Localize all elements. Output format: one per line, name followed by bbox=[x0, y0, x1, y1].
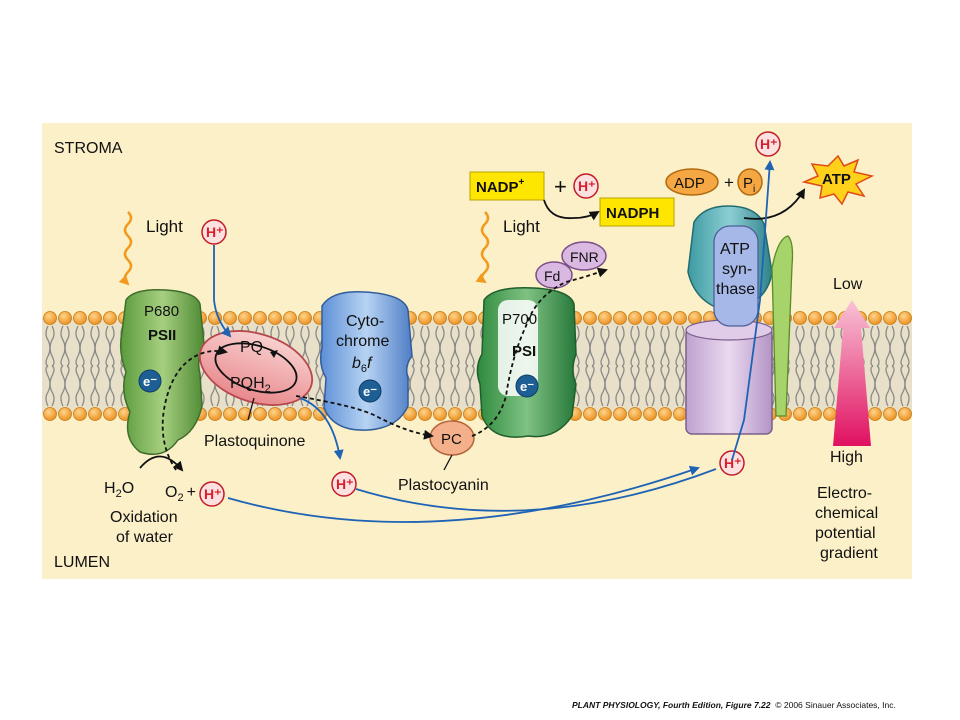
plastocyanin-label: Plastocyanin bbox=[398, 477, 489, 494]
psi-electron-label: e⁻ bbox=[520, 379, 534, 394]
light-ray-psi: Light bbox=[475, 211, 540, 284]
pqh2-label: PQH2 bbox=[230, 375, 271, 395]
psii-electron-label: e⁻ bbox=[143, 374, 157, 389]
credit-title: PLANT PHYSIOLOGY, Fourth Edition, Figure… bbox=[572, 700, 771, 710]
h2o-label: H2O bbox=[104, 480, 134, 500]
nadp-plus: + bbox=[554, 174, 567, 199]
cytochrome-line1: Cyto- bbox=[346, 313, 384, 330]
plastocyanin: PC Plastocyanin bbox=[398, 420, 489, 494]
psii-complex: P680 PSII e⁻ bbox=[119, 288, 205, 455]
proton-3: H⁺ bbox=[755, 131, 781, 157]
water-oxidation: H2O O2+ Oxidation of water bbox=[104, 455, 196, 546]
atp-synthase-line1: ATP bbox=[720, 241, 750, 258]
pq-label: PQ bbox=[240, 339, 263, 356]
light-label-psi: Light bbox=[503, 217, 540, 236]
fnr-label: FNR bbox=[570, 249, 599, 265]
psi-p700-label: P700 bbox=[502, 311, 537, 328]
atp-synthase-line2: syn- bbox=[722, 261, 752, 278]
atp-reaction: ADP + Pi ATP bbox=[665, 154, 875, 220]
cytochrome-b6f-label: b6f bbox=[352, 355, 373, 375]
gradient-line1: Electro- bbox=[817, 485, 872, 502]
cytochrome-line2: chrome bbox=[336, 333, 389, 350]
gradient-low-label: Low bbox=[833, 276, 863, 293]
psii-label: PSII bbox=[148, 327, 176, 344]
psi-label: PSI bbox=[512, 343, 536, 360]
fd-label: Fd bbox=[544, 268, 560, 284]
plastoquinone-label: Plastoquinone bbox=[204, 433, 306, 450]
proton-label: H⁺ bbox=[578, 178, 596, 194]
proton-label: H⁺ bbox=[204, 486, 222, 502]
gradient-line3: potential bbox=[815, 525, 876, 542]
gradient-high-label: High bbox=[830, 449, 863, 466]
adp-label: ADP bbox=[674, 175, 705, 192]
fnr: FNR bbox=[561, 241, 607, 271]
electrochemical-gradient: Low High Electro- chemical potential gra… bbox=[815, 276, 878, 562]
proton-4: H⁺ bbox=[199, 481, 225, 507]
electron-path bbox=[161, 267, 608, 471]
proton-5: H⁺ bbox=[331, 471, 357, 497]
figure-credit: PLANT PHYSIOLOGY, Fourth Edition, Figure… bbox=[572, 700, 896, 710]
psi-complex: P700 PSI e⁻ bbox=[476, 287, 577, 438]
psii-p680-label: P680 bbox=[144, 303, 179, 320]
nadp-label: NADP+ bbox=[476, 177, 525, 196]
light-label-psii: Light bbox=[146, 217, 183, 236]
nadp-reaction: NADP+ + NADPH bbox=[469, 171, 675, 227]
stroma-label: STROMA bbox=[54, 140, 123, 157]
gradient-line4: gradient bbox=[820, 545, 878, 562]
proton-label: H⁺ bbox=[206, 224, 224, 240]
lumen-label: LUMEN bbox=[54, 554, 110, 571]
oxidation-line2: of water bbox=[116, 529, 174, 546]
cytochrome-b6f-complex: Cyto- chrome b6f e⁻ bbox=[319, 291, 413, 431]
adp-plus: + bbox=[724, 173, 734, 192]
proton-1: H⁺ bbox=[201, 219, 227, 245]
light-ray-psii: Light bbox=[118, 211, 183, 286]
proton-2: H⁺ bbox=[573, 173, 599, 199]
oxidation-line1: Oxidation bbox=[110, 509, 178, 526]
proton-label: H⁺ bbox=[336, 476, 354, 492]
cytochrome-electron-label: e⁻ bbox=[363, 384, 377, 399]
pc-label: PC bbox=[441, 431, 462, 448]
proton-6: H⁺ bbox=[719, 450, 745, 476]
pi-label: Pi bbox=[743, 175, 755, 195]
credit-copyright: © 2006 Sinauer Associates, Inc. bbox=[775, 700, 896, 710]
ferredoxin: Fd bbox=[535, 261, 573, 289]
atp-label: ATP bbox=[822, 171, 851, 188]
atp-synthase: ATP syn- thase bbox=[685, 205, 794, 435]
proton-flows bbox=[213, 160, 775, 523]
gradient-line2: chemical bbox=[815, 505, 878, 522]
proton-label: H⁺ bbox=[724, 455, 742, 471]
proton-label: H⁺ bbox=[760, 136, 778, 152]
nadph-label: NADPH bbox=[606, 205, 659, 222]
atp-synthase-line3: thase bbox=[716, 281, 755, 298]
o2-label: O2+ bbox=[165, 484, 196, 504]
